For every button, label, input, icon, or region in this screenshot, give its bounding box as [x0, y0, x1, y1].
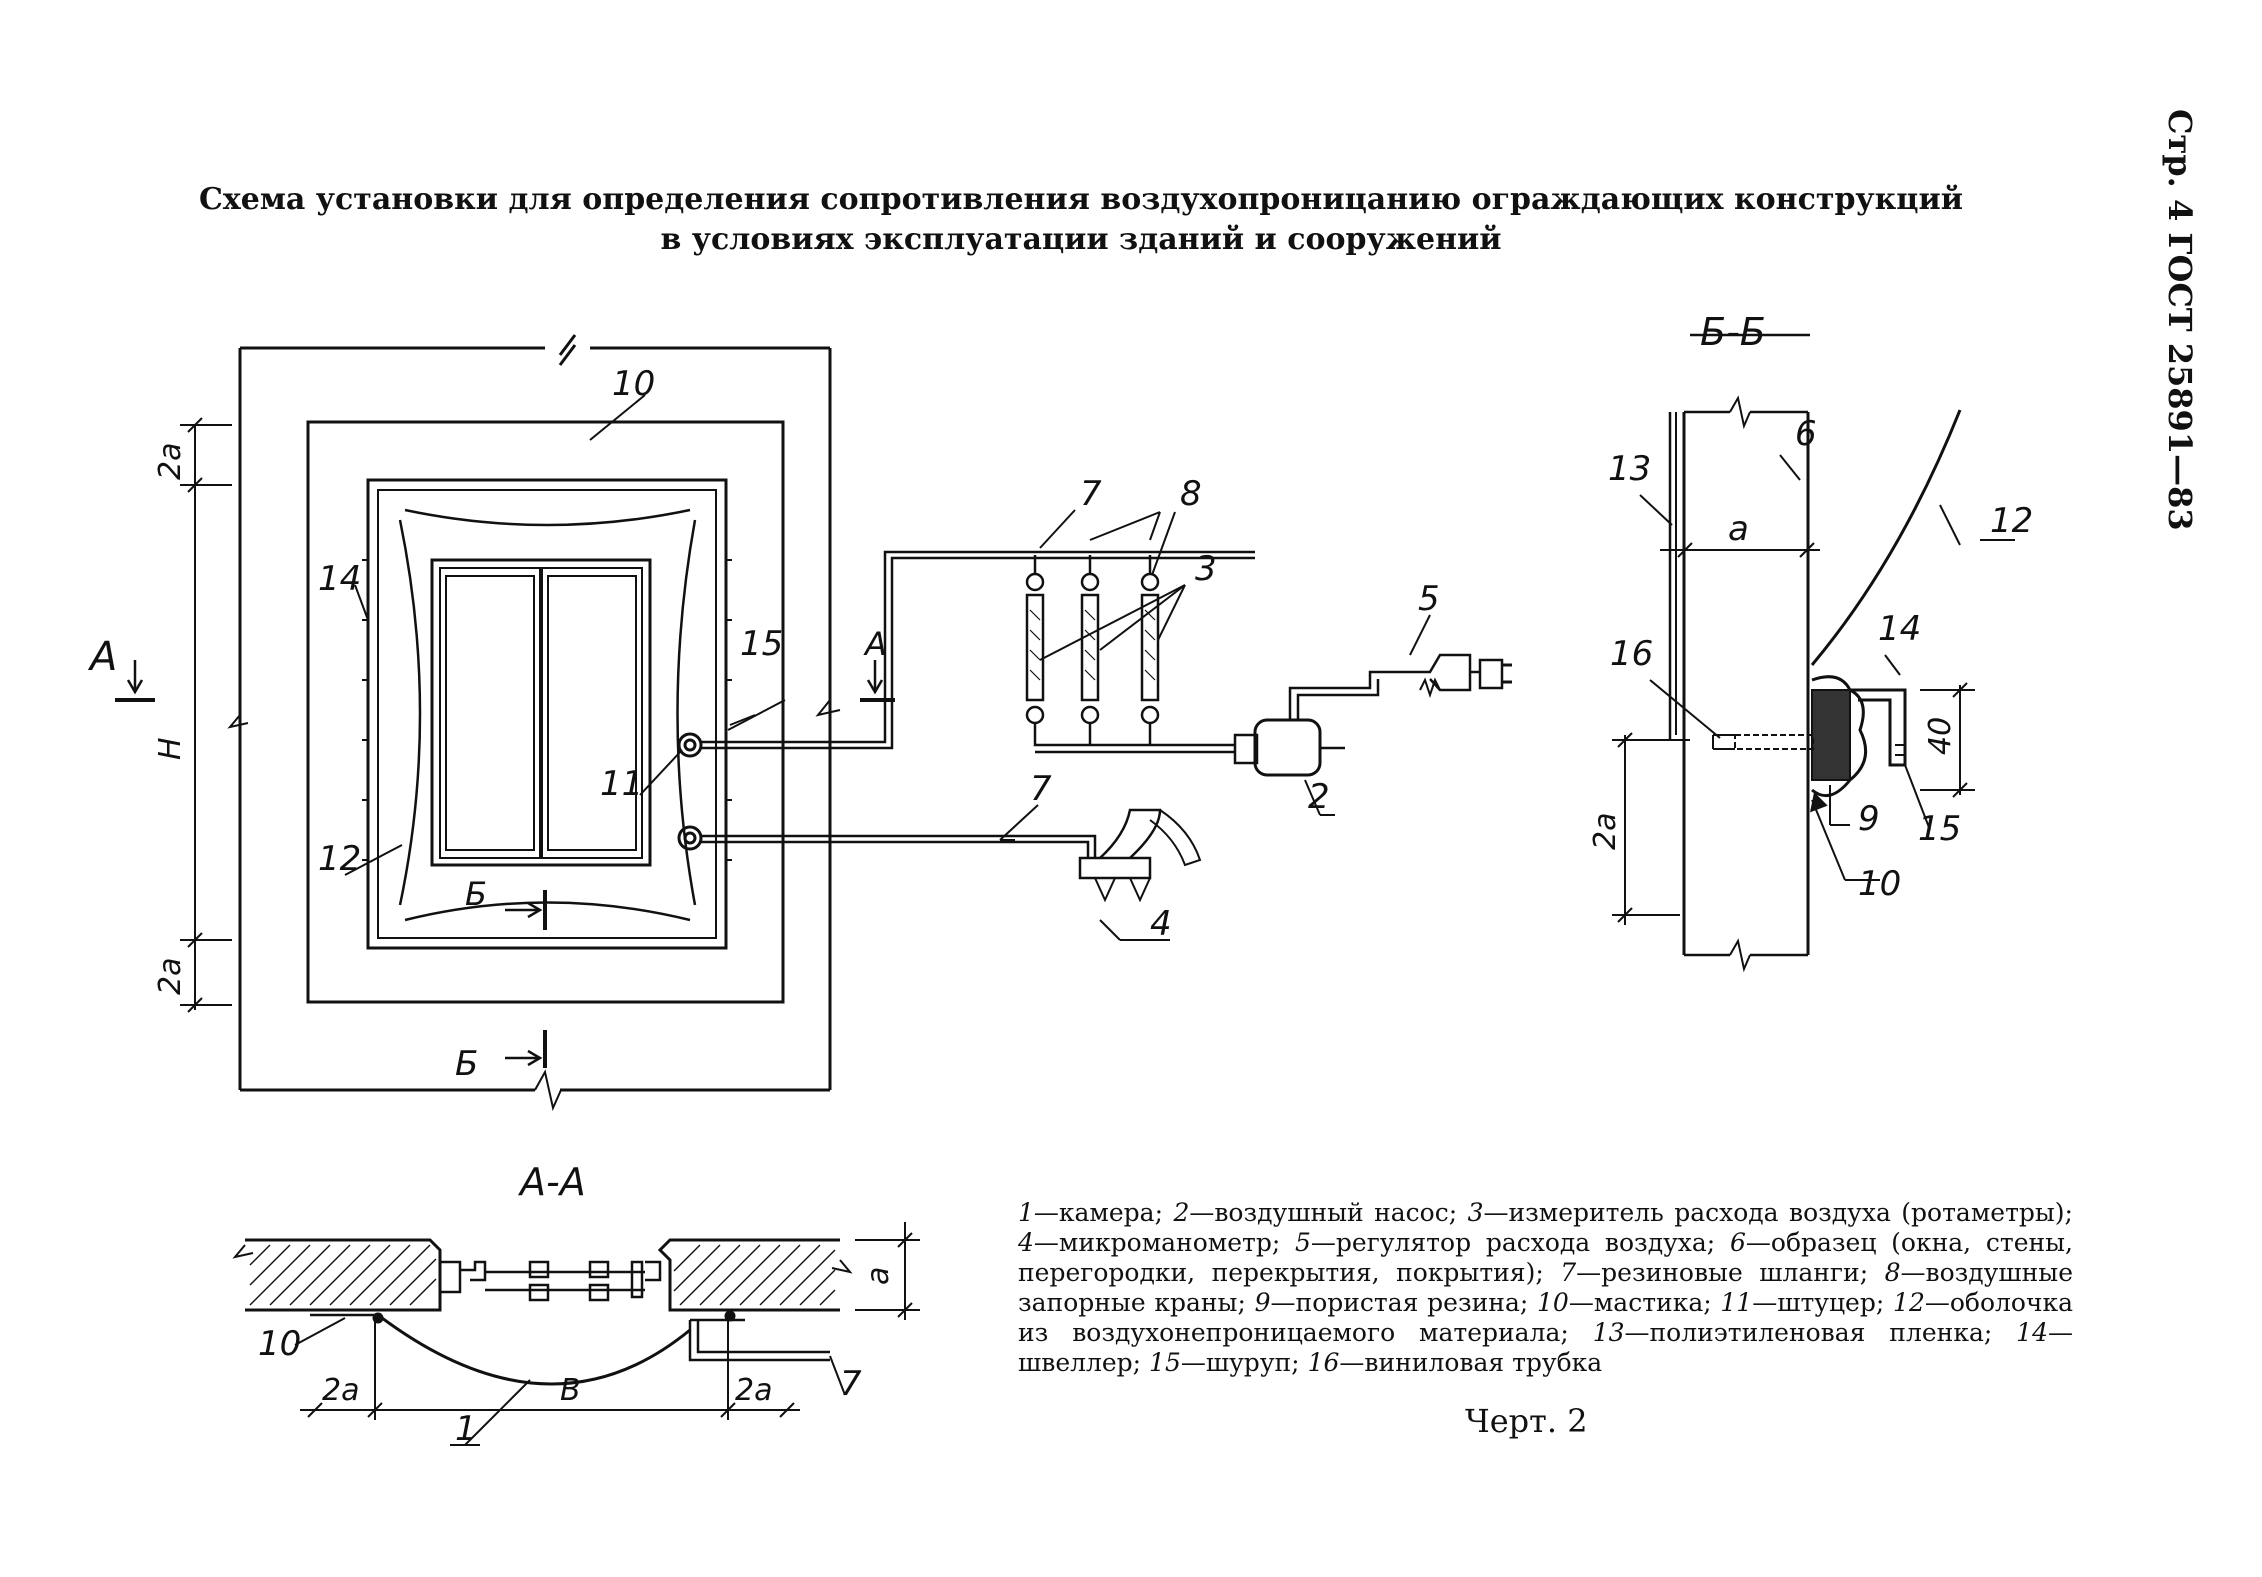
legend-item: 11—штуцер;: [1720, 1288, 1893, 1317]
legend-item: 10—мастика;: [1537, 1288, 1720, 1317]
bb-label-13: 13: [1608, 449, 1651, 489]
legend-item-number: 4: [1018, 1228, 1034, 1257]
legend-item: 3—измеритель расхода воздуха (ротаметры)…: [1468, 1198, 2073, 1227]
legend-item-number: 9: [1254, 1288, 1271, 1317]
aa-label-10: 10: [258, 1324, 301, 1364]
legend-item-text: —регулятор расхода воздуха;: [1310, 1228, 1730, 1257]
bb-dim-a: a: [1728, 509, 1749, 549]
plan-label-3: 3: [1195, 549, 1217, 589]
legend-item-text: —шуруп;: [1180, 1348, 1308, 1377]
legend-item-number: 15: [1149, 1348, 1181, 1377]
aa-dim-a: a: [861, 1267, 896, 1285]
legend-item-number: 7: [1560, 1258, 1577, 1287]
plan-label-4: 4: [1150, 904, 1172, 944]
aa-dim-2a-right: 2a: [735, 1373, 772, 1408]
legend-item-text: —полиэтиленовая пленка;: [1624, 1318, 2017, 1347]
legend-item: 1—камера;: [1018, 1198, 1173, 1227]
legend-item-number: 13: [1592, 1318, 1625, 1347]
bb-label-12: 12: [1990, 501, 2033, 541]
bb-label-9: 9: [1858, 799, 1880, 839]
legend-item: 2—воздушный насос;: [1173, 1198, 1467, 1227]
section-aa-view: [232, 1222, 920, 1446]
legend-item-number: 16: [1307, 1348, 1340, 1377]
cut-label-A-left: А: [87, 634, 117, 680]
legend-item: 4—микроманометр;: [1018, 1228, 1295, 1257]
legend-item-text: —воздушный насос;: [1189, 1198, 1468, 1227]
legend-item-text: —воздушные запорные краны;: [1018, 1258, 2073, 1317]
legend-item-text: —оболочка из воздухонепроницаемого матер…: [1018, 1288, 2074, 1347]
bb-label-6: 6: [1795, 414, 1817, 454]
legend-item-number: 3: [1467, 1198, 1484, 1227]
legend-item: 5—регулятор расхода воздуха;: [1295, 1228, 1730, 1257]
legend-item: 9—пористая резина;: [1255, 1288, 1537, 1317]
bb-label-16: 16: [1610, 634, 1653, 674]
legend-item: 7—резиновые шланги;: [1560, 1258, 1884, 1287]
plan-view: [115, 334, 1512, 1112]
legend-item: 12—оболочка из воздухонепроницаемого мат…: [1018, 1288, 2073, 1347]
legend-item-text: —микроманометр;: [1033, 1228, 1296, 1257]
legend-item-text: —виниловая трубка: [1339, 1348, 1603, 1377]
section-bb-title: Б-Б: [1700, 310, 1766, 354]
section-bb-view: [1612, 333, 2015, 973]
legend-item-number: 6: [1729, 1228, 1746, 1257]
aa-dim-2a-left: 2a: [322, 1373, 359, 1408]
plan-label-2: 2: [1308, 777, 1330, 817]
cut-label-B-mid: Б: [465, 875, 487, 913]
legend-item-number: 14: [2016, 1318, 2048, 1347]
legend-item-text: —штуцер;: [1752, 1288, 1894, 1317]
legend-item-text: —швеллер;: [1018, 1318, 2073, 1377]
legend-item-text: —камера;: [1033, 1198, 1174, 1227]
aa-label-7: 7: [840, 1364, 862, 1404]
plan-label-14: 14: [318, 559, 361, 599]
bb-label-14: 14: [1878, 609, 1921, 649]
plan-dim-2a-top: 2a: [153, 443, 188, 480]
bb-label-10: 10: [1858, 864, 1901, 904]
aa-label-1: 1: [455, 1409, 477, 1449]
legend-item: 13—полиэтиленовая пленка;: [1593, 1318, 2016, 1347]
drawing-title-line-2: в условиях эксплуатации зданий и сооруже…: [660, 222, 1502, 257]
legend-item: 6—образец (окна, стены, перегородки, пер…: [1018, 1228, 2073, 1287]
legend-item-text: —образец (окна, стены, перегородки, пере…: [1018, 1228, 2073, 1287]
legend-item: 14—швеллер;: [1018, 1318, 2073, 1377]
plan-label-7-bottom: 7: [1030, 769, 1052, 809]
cut-label-A-right: А: [863, 625, 887, 663]
plan-label-7-top: 7: [1080, 474, 1102, 514]
section-aa-title: А-А: [517, 1160, 586, 1204]
legend-item: 16—виниловая трубка: [1308, 1348, 1603, 1377]
bb-dim-40: 40: [1923, 717, 1958, 755]
legend: 1—камера; 2—воздушный насос; 3—измерител…: [1018, 1198, 2073, 1378]
bb-label-15: 15: [1918, 809, 1961, 849]
plan-label-5: 5: [1418, 579, 1440, 619]
plan-dim-H: H: [153, 737, 188, 760]
legend-item: 8—воздушные запорные краны;: [1018, 1258, 2073, 1317]
legend-item-text: —пористая резина;: [1270, 1288, 1538, 1317]
legend-item: 15—шуруп;: [1149, 1348, 1308, 1377]
plan-label-8: 8: [1180, 474, 1202, 514]
plan-label-15: 15: [740, 624, 783, 664]
legend-item-number: 2: [1173, 1198, 1190, 1227]
legend-item-number: 8: [1884, 1258, 1901, 1287]
aa-dim-B: B: [560, 1373, 581, 1408]
plan-label-11: 11: [600, 764, 643, 804]
legend-item-text: —мастика;: [1568, 1288, 1721, 1317]
legend-item-text: —резиновые шланги;: [1576, 1258, 1885, 1287]
legend-item-number: 11: [1720, 1288, 1753, 1317]
bb-dim-2a: 2a: [1588, 813, 1623, 850]
plan-dim-2a-bottom: 2a: [153, 958, 188, 995]
drawing-title-line-1: Схема установки для определения сопротив…: [199, 182, 1963, 217]
figure-caption: Черт. 2: [1465, 1402, 1588, 1440]
plan-label-12: 12: [318, 839, 361, 879]
legend-item-number: 12: [1893, 1288, 1925, 1317]
cut-label-B-bottom: Б: [455, 1044, 478, 1084]
legend-item-number: 5: [1295, 1228, 1311, 1257]
legend-item-number: 1: [1018, 1198, 1034, 1227]
plan-label-10: 10: [612, 364, 655, 404]
legend-item-number: 10: [1537, 1288, 1569, 1317]
legend-item-text: —измеритель расхода воздуха (ротаметры);: [1483, 1198, 2073, 1227]
